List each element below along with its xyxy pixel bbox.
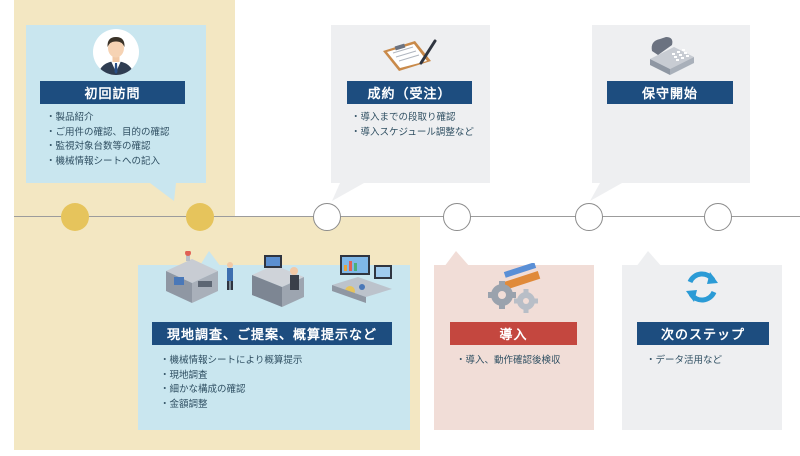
businessman-icon [92, 28, 140, 76]
timeline-dot-4 [443, 203, 471, 231]
step-items-install: 導入、動作確認後検収 [456, 354, 561, 369]
callout-tail-install [444, 251, 470, 267]
callout-tail-next-step [636, 251, 662, 267]
step-card-maintenance [592, 25, 750, 183]
gears-icon [484, 262, 548, 313]
step-card-next-step [622, 265, 782, 430]
list-item: 導入までの段取り確認 [351, 111, 474, 126]
list-item: 現地調査 [160, 369, 302, 384]
step-card-contract [331, 25, 490, 183]
list-item: 監視対象台数等の確認 [46, 140, 170, 155]
list-item: 機械情報シートにより概算提示 [160, 354, 303, 369]
list-item: ご用件の確認、目的の確認 [46, 126, 170, 141]
timeline-dot-5 [575, 203, 603, 231]
list-item: 製品紹介 [46, 111, 170, 126]
list-item: 導入、動作確認後検収 [456, 354, 561, 369]
list-item: 金額調整 [160, 398, 302, 413]
callout-tail-survey [199, 251, 221, 267]
step-items-contract: 導入までの段取り確認 導入スケジュール調整など [351, 111, 474, 140]
list-item: 細かな構成の確認 [160, 383, 302, 398]
clipboard-pen-icon [379, 37, 439, 75]
telephone-icon [644, 33, 698, 77]
step-title-next-step: 次のステップ [637, 322, 769, 345]
step-title-install: 導入 [450, 322, 577, 345]
step-title-initial-visit: 初回訪問 [40, 81, 185, 104]
timeline-line [14, 216, 800, 217]
step-items-next-step: データ活用など [646, 354, 723, 369]
timeline-dot-6 [704, 203, 732, 231]
step-title-contract: 成約（受注） [347, 81, 472, 104]
refresh-icon [682, 267, 722, 307]
factory-survey-illustration [152, 250, 398, 311]
step-items-initial-visit: 製品紹介 ご用件の確認、目的の確認 監視対象台数等の確認 機械情報シートへの記入 [46, 111, 170, 169]
timeline-dot-3 [313, 203, 341, 231]
callout-tail-maintenance [590, 183, 622, 201]
callout-tail-initial-visit [150, 183, 176, 201]
step-title-survey: 現地調査、ご提案、概算提示など [152, 322, 392, 345]
list-item: 機械情報シートへの記入 [46, 155, 170, 170]
step-card-install [434, 262, 594, 430]
callout-tail-contract [332, 183, 364, 201]
timeline-dot-1 [61, 203, 89, 231]
step-items-survey: 機械情報シートにより概算提示 現地調査 細かな構成の確認 金額調整 [160, 354, 303, 413]
list-item: 導入スケジュール調整など [351, 126, 474, 141]
list-item: データ活用など [646, 354, 723, 369]
step-title-maintenance: 保守開始 [607, 81, 733, 104]
timeline-dot-2 [186, 203, 214, 231]
